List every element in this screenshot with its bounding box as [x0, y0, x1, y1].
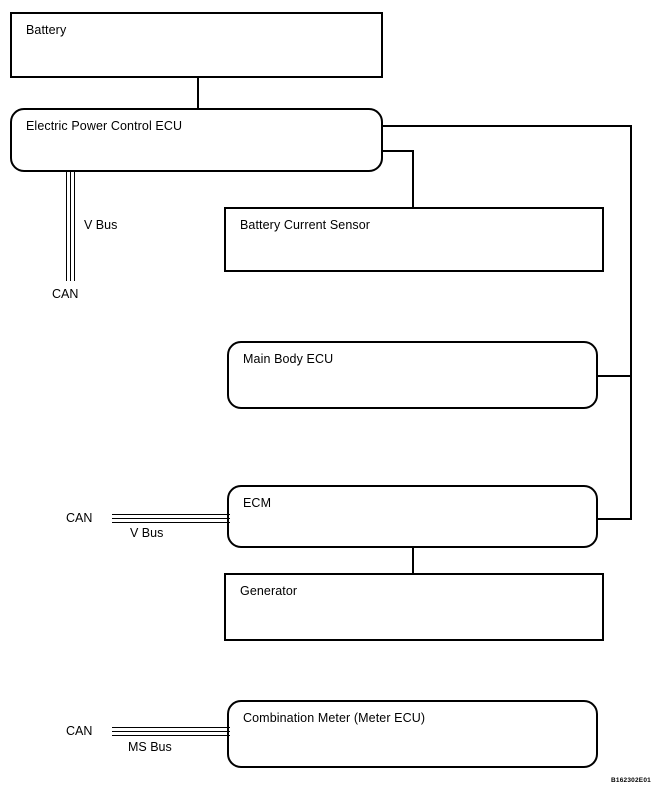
node-ecm[interactable]: ECM: [227, 485, 598, 548]
node-battery-current-sensor[interactable]: Battery Current Sensor: [224, 207, 604, 272]
bus-combination-meter-ms-bus: [112, 727, 230, 736]
node-ecm-label: ECM: [243, 496, 272, 510]
node-generator-label: Generator: [240, 584, 298, 598]
connector-ecm-to-right-trunk: [596, 518, 632, 520]
node-battery-label: Battery: [26, 23, 67, 37]
node-main-body-ecu-label: Main Body ECU: [243, 352, 334, 366]
node-combination-meter[interactable]: Combination Meter (Meter ECU): [227, 700, 598, 768]
node-battery-current-sensor-label: Battery Current Sensor: [240, 218, 371, 232]
connector-epc-ecu-to-battery-sensor-vertical: [412, 150, 414, 209]
connector-epc-ecu-to-right-trunk: [381, 125, 632, 127]
bus-ecm-v-bus: [112, 514, 230, 523]
label-ecm-can: CAN: [66, 511, 93, 525]
label-epc-v-bus: V Bus: [84, 218, 118, 232]
label-meter-ms-bus: MS Bus: [128, 740, 172, 754]
node-generator[interactable]: Generator: [224, 573, 604, 641]
right-trunk-vertical: [630, 125, 632, 519]
node-combination-meter-label: Combination Meter (Meter ECU): [243, 711, 426, 725]
node-battery[interactable]: Battery: [10, 12, 383, 78]
node-electric-power-control-ecu[interactable]: Electric Power Control ECU: [10, 108, 383, 172]
connector-battery-to-epc-ecu: [197, 78, 199, 110]
connector-epc-ecu-to-battery-sensor-horizontal: [381, 150, 414, 152]
figure-id: B162302E01: [611, 777, 651, 784]
node-electric-power-control-ecu-label: Electric Power Control ECU: [26, 119, 183, 133]
node-main-body-ecu[interactable]: Main Body ECU: [227, 341, 598, 409]
connector-main-body-ecu-to-right-trunk: [596, 375, 632, 377]
label-ecm-v-bus: V Bus: [130, 526, 164, 540]
label-epc-can: CAN: [52, 287, 79, 301]
bus-epc-ecu-v-bus: [66, 171, 75, 281]
connector-ecm-to-generator: [412, 547, 414, 574]
label-meter-can: CAN: [66, 724, 93, 738]
